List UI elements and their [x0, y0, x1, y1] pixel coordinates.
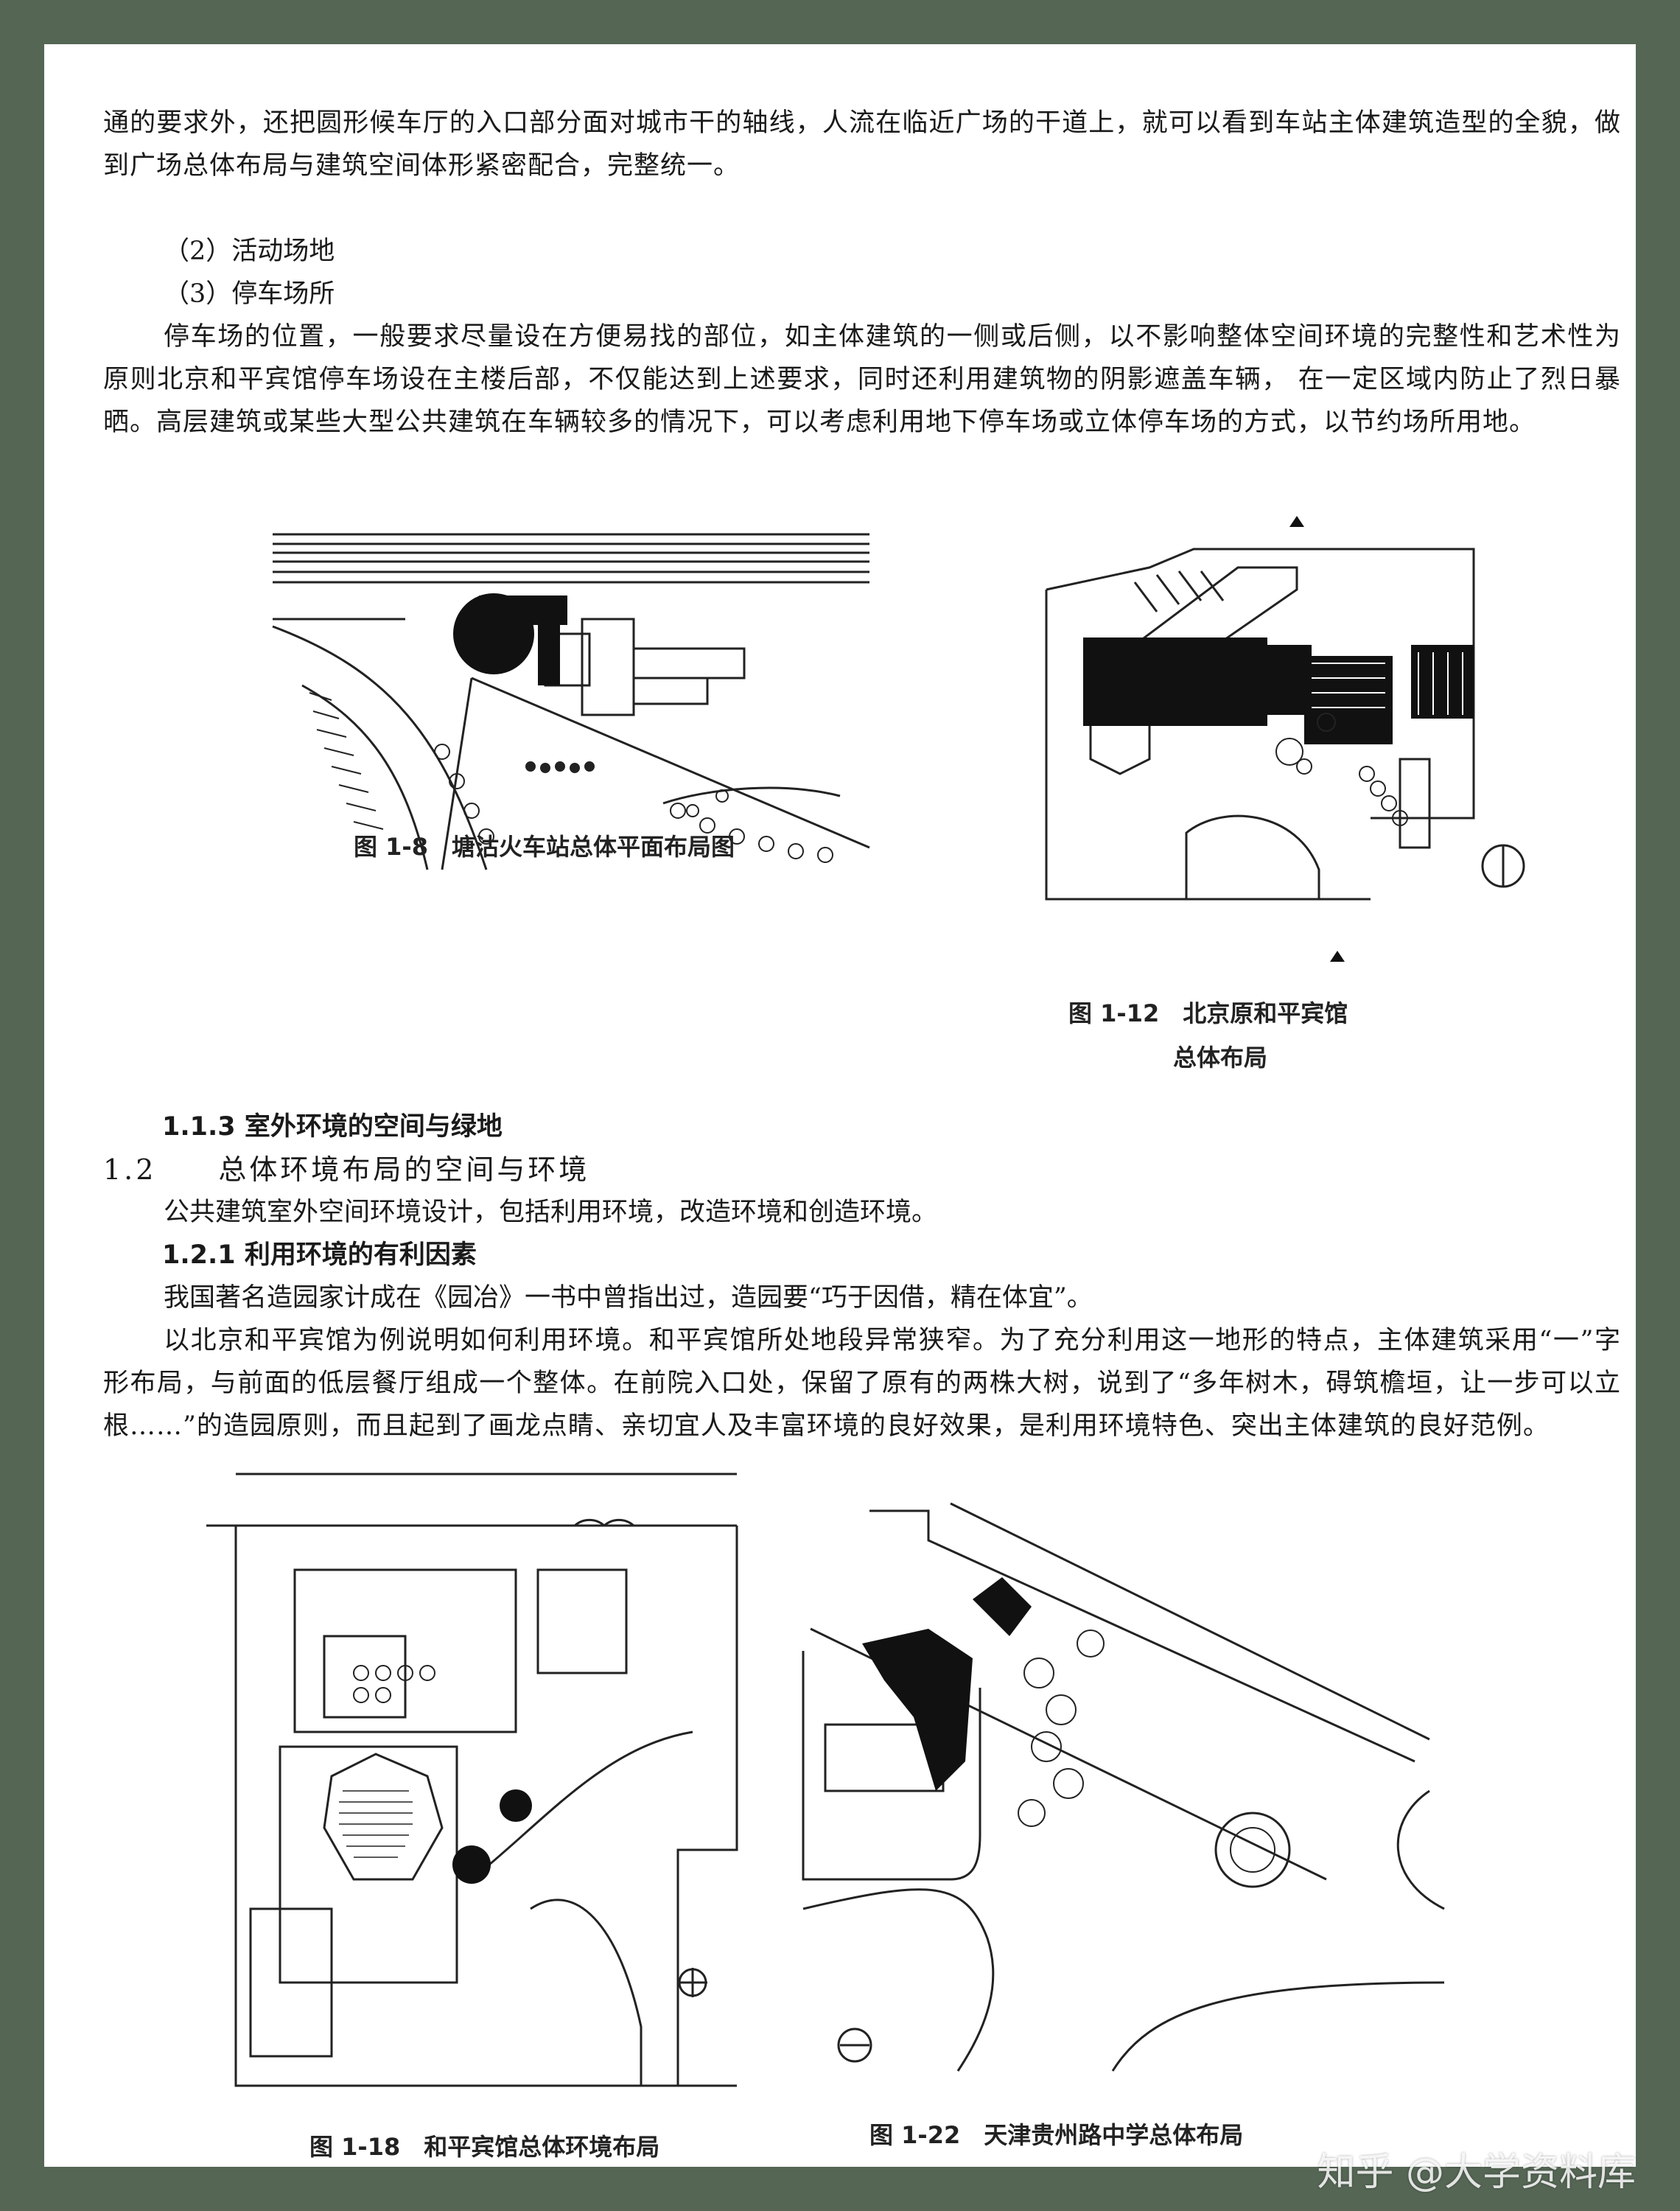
- paragraph-heping-hotel: 以北京和平宾馆为例说明如何利用环境。和平宾馆所处地段异常狭窄。为了充分利用这一地…: [103, 1326, 1621, 1441]
- heading-1-2-1: 1.2.1 利用环境的有利因素: [162, 1240, 477, 1270]
- heping-hotel-environment-drawing: [206, 1473, 738, 2087]
- figure-1-22-site-plan: 图 1-22 天津贵州路中学总体布局: [781, 1496, 1459, 2159]
- figure-1-12-caption-line2: 总体布局: [1173, 1044, 1268, 1072]
- watermark: 知乎 @大学资料库: [1317, 2151, 1636, 2195]
- list-item-parking: （3）停车场所: [164, 279, 335, 309]
- tanggu-station-plan-drawing: [272, 533, 870, 870]
- figure-1-12-caption-line1: 图 1-12 北京原和平宾馆: [1068, 999, 1348, 1027]
- paragraph-yuanye: 我国著名造园家计成在《园冶》一书中曾指出过，造园要“巧于因借，精在体宜”。: [164, 1283, 1093, 1313]
- figure-1-18-site-plan: 图 1-18 和平宾馆总体环境布局: [162, 1467, 766, 2167]
- list-item-activity-area: （2）活动场地: [164, 237, 335, 266]
- paragraph-parking: 停车场的位置，一般要求尽量设在方便易找的部位，如主体建筑的一侧或后侧，以不影响整…: [103, 322, 1621, 437]
- figure-1-8-site-plan: 图 1-8 塘沽火车站总体平面布局图: [221, 501, 884, 870]
- paragraph-outdoor-design: 公共建筑室外空间环境设计，包括利用环境，改造环境和创造环境。: [164, 1198, 938, 1227]
- figure-1-18-caption: 图 1-18 和平宾馆总体环境布局: [309, 2133, 660, 2161]
- figure-1-8-caption: 图 1-8 塘沽火车站总体平面布局图: [354, 833, 735, 861]
- guizhou-road-school-drawing: [802, 1502, 1445, 2072]
- heping-hotel-layout-drawing: [1045, 516, 1525, 962]
- section-title-1-2: 1.2 总体环境布局的空间与环境: [103, 1153, 590, 1186]
- heading-1-1-3: 1.1.3 室外环境的空间与绿地: [162, 1112, 503, 1142]
- figure-1-12-site-plan: 图 1-12 北京原和平宾馆 总体布局: [980, 486, 1555, 1091]
- paragraph-station-axis: 通的要求外，还把圆形候车厅的入口部分面对城市干的轴线，人流在临近广场的干道上，就…: [103, 108, 1621, 181]
- document-page: 通的要求外，还把圆形候车厅的入口部分面对城市干的轴线，人流在临近广场的干道上，就…: [44, 44, 1636, 2167]
- figure-1-22-caption: 图 1-22 天津贵州路中学总体布局: [869, 2121, 1244, 2149]
